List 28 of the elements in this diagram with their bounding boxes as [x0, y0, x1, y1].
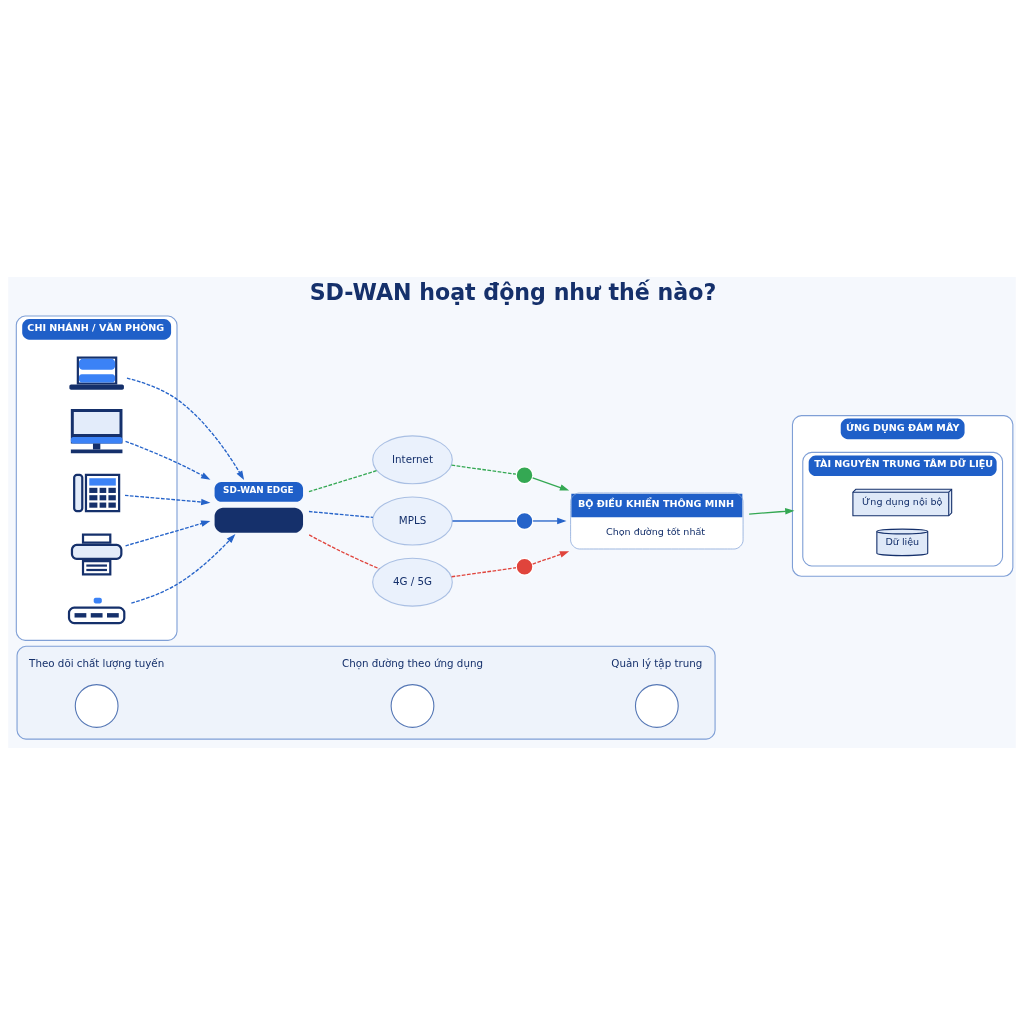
node-ellipse: Internet: [372, 434, 453, 484]
arrow: [532, 550, 570, 565]
connector: [451, 519, 517, 522]
node-circle: [515, 511, 534, 530]
arrow: [124, 440, 211, 480]
connector: [308, 533, 380, 569]
connector: [308, 510, 374, 518]
node-circle: [74, 683, 119, 728]
node-label: Chọn đường theo ứng dụng: [342, 656, 483, 669]
node-circle: [515, 556, 534, 576]
arrow: [130, 533, 236, 604]
arrow: [532, 517, 567, 524]
node-label: Quản lý tập trung: [611, 656, 703, 669]
connector: [308, 469, 378, 492]
node-ellipse: 4G / 5G: [372, 557, 453, 607]
node-label: Theo dõi chất lượng tuyến: [29, 656, 165, 669]
connector: [450, 566, 517, 577]
arrow: [124, 519, 211, 547]
arrow: [126, 377, 245, 480]
arrow: [124, 494, 211, 505]
arrow: [532, 476, 570, 491]
node-circle: [634, 683, 679, 728]
arrow: [748, 507, 795, 515]
node-circle: [515, 465, 534, 484]
diagram-title: SD-WAN hoạt động như thế nào?: [309, 278, 717, 305]
connector: [450, 464, 517, 475]
node-ellipse: MPLS: [372, 495, 453, 545]
node-circle: [390, 683, 435, 728]
